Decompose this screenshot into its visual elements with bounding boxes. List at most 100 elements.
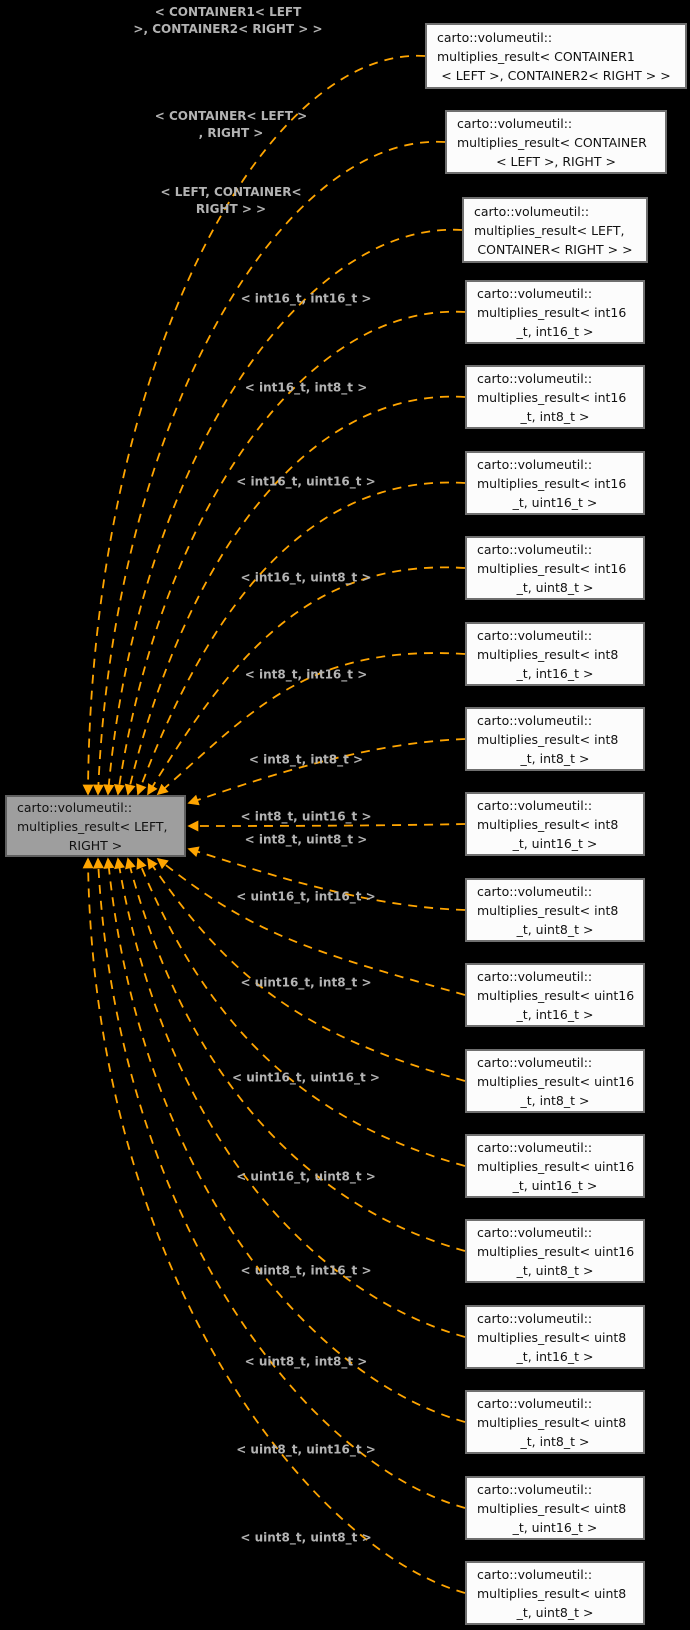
edge-label-int8_t-int8_t: < int8_t, int8_t > bbox=[249, 752, 363, 769]
node-line: carto::volumeutil:: bbox=[477, 883, 593, 899]
central-node-line: carto::volumeutil:: bbox=[17, 799, 133, 815]
node-line: carto::volumeutil:: bbox=[477, 1224, 593, 1240]
node-line: carto::volumeutil:: bbox=[437, 29, 553, 45]
edge-label-line: < int8_t, uint8_t > bbox=[244, 832, 368, 847]
edge-label-line: < uint8_t, int8_t > bbox=[244, 1354, 368, 1369]
node-line: _t, int8_t > bbox=[520, 408, 590, 424]
node-uint8_t-int16_t[interactable]: carto::volumeutil::multiplies_result< ui… bbox=[465, 1305, 645, 1369]
node-line: carto::volumeutil:: bbox=[477, 541, 593, 557]
node-line: carto::volumeutil:: bbox=[477, 627, 593, 643]
node-line: _t, int8_t > bbox=[520, 1433, 590, 1449]
node-line: multiplies_result< int16 bbox=[477, 475, 627, 491]
edge-uint16_t-uint8_t bbox=[125, 857, 466, 1252]
node-line: multiplies_result< int16 bbox=[477, 560, 627, 576]
node-line: multiplies_result< CONTAINER1 bbox=[437, 48, 635, 64]
edge-label-line: < int16_t, uint16_t > bbox=[236, 474, 376, 489]
edge-label-uint16_t-int8_t: < uint16_t, int8_t > bbox=[240, 975, 371, 992]
edge-label-uint8_t-uint16_t: < uint8_t, uint16_t > bbox=[236, 1442, 376, 1459]
node-line: CONTAINER< RIGHT > > bbox=[477, 241, 633, 257]
node-uint16_t-uint16_t[interactable]: carto::volumeutil::multiplies_result< ui… bbox=[465, 1134, 645, 1198]
edge-label-line: < uint8_t, uint16_t > bbox=[236, 1442, 376, 1457]
central-node-line: RIGHT > bbox=[68, 837, 123, 853]
edge-int16_t-uint16_t bbox=[136, 481, 466, 796]
central-node-line: multiplies_result< LEFT, bbox=[17, 818, 168, 834]
node-line: multiplies_result< int8 bbox=[477, 646, 619, 662]
edge-label-uint16_t-uint16_t: < uint16_t, uint16_t > bbox=[232, 1070, 380, 1087]
node-line: carto::volumeutil:: bbox=[457, 115, 573, 131]
node-line: < LEFT >, RIGHT > bbox=[496, 153, 616, 169]
node-uint8_t-int8_t[interactable]: carto::volumeutil::multiplies_result< ui… bbox=[465, 1390, 645, 1454]
node-line: _t, uint16_t > bbox=[512, 494, 598, 510]
edge-label-line: RIGHT > > bbox=[195, 202, 267, 216]
node-int8_t-uint8_t[interactable]: carto::volumeutil::multiplies_result< in… bbox=[465, 878, 645, 942]
edge-label-left-container-right: < LEFT, CONTAINER< RIGHT > > bbox=[160, 184, 301, 218]
node-container-left-right[interactable]: carto::volumeutil::multiplies_result< CO… bbox=[445, 110, 667, 174]
node-line: _t, int8_t > bbox=[520, 750, 590, 766]
edge-label-line: < CONTAINER< LEFT > bbox=[154, 109, 308, 123]
node-line: multiplies_result< uint16 bbox=[477, 1073, 635, 1089]
node-uint16_t-uint8_t[interactable]: carto::volumeutil::multiplies_result< ui… bbox=[465, 1219, 645, 1283]
node-line: carto::volumeutil:: bbox=[477, 1395, 593, 1411]
node-line: carto::volumeutil:: bbox=[477, 456, 593, 472]
node-line: carto::volumeutil:: bbox=[477, 1566, 593, 1582]
node-line: carto::volumeutil:: bbox=[477, 1310, 593, 1326]
node-line: _t, uint8_t > bbox=[516, 921, 594, 937]
edge-label-int8_t-int16_t: < int8_t, int16_t > bbox=[245, 667, 368, 684]
node-uint16_t-int8_t[interactable]: carto::volumeutil::multiplies_result< ui… bbox=[465, 1049, 645, 1113]
central-node-multiplies-result: carto::volumeutil:: multiplies_result< L… bbox=[5, 795, 186, 857]
node-int8_t-uint16_t[interactable]: carto::volumeutil::multiplies_result< in… bbox=[465, 792, 645, 856]
edge-label-uint16_t-int16_t: < uint16_t, int16_t > bbox=[236, 889, 375, 906]
node-line: multiplies_result< uint16 bbox=[477, 1243, 635, 1259]
edge-label-line: , RIGHT > bbox=[198, 126, 264, 140]
edge-label-line: < uint16_t, int16_t > bbox=[236, 889, 376, 904]
node-uint16_t-int16_t[interactable]: carto::volumeutil::multiplies_result< ui… bbox=[465, 963, 645, 1027]
edge-label-uint8_t-int16_t: < uint8_t, int16_t > bbox=[240, 1263, 371, 1280]
node-uint8_t-uint16_t[interactable]: carto::volumeutil::multiplies_result< ui… bbox=[465, 1476, 645, 1540]
edge-label-container1-left-container2-right: < CONTAINER1< LEFT>, CONTAINER2< RIGHT >… bbox=[133, 4, 322, 38]
edge-int16_t-int8_t bbox=[124, 395, 466, 796]
edge-label-line: < int16_t, int8_t > bbox=[244, 380, 368, 395]
node-line: multiplies_result< int8 bbox=[477, 816, 619, 832]
edge-label-line: < int16_t, int16_t > bbox=[240, 291, 372, 306]
edge-label-line: < int8_t, int8_t > bbox=[248, 752, 364, 767]
node-int16_t-int16_t[interactable]: carto::volumeutil::multiplies_result< in… bbox=[465, 280, 645, 344]
node-line: _t, int16_t > bbox=[516, 1348, 594, 1364]
edge-label-line: < uint16_t, uint8_t > bbox=[236, 1169, 376, 1184]
edge-label-uint8_t-uint8_t: < uint8_t, uint8_t > bbox=[240, 1530, 371, 1547]
node-line: carto::volumeutil:: bbox=[477, 968, 593, 984]
node-left-container-right[interactable]: carto::volumeutil::multiplies_result< LE… bbox=[462, 197, 648, 263]
node-line: multiplies_result< LEFT, bbox=[474, 222, 625, 238]
node-line: _t, int16_t > bbox=[516, 1006, 594, 1022]
edge-label-line: < CONTAINER1< LEFT bbox=[154, 5, 302, 19]
edge-label-line: < int16_t, uint8_t > bbox=[240, 570, 372, 585]
node-int16_t-uint8_t[interactable]: carto::volumeutil::multiplies_result< in… bbox=[465, 536, 645, 600]
edge-label-int8_t-uint16_t: < int8_t, uint16_t > bbox=[240, 809, 371, 826]
edge-label-int16_t-int8_t: < int16_t, int8_t > bbox=[245, 380, 368, 397]
node-container1-left-container2-right[interactable]: carto::volumeutil::multiplies_result< CO… bbox=[425, 23, 687, 89]
node-line: multiplies_result< uint8 bbox=[477, 1500, 627, 1516]
edge-label-int16_t-int16_t: < int16_t, int16_t > bbox=[241, 291, 372, 308]
node-line: multiplies_result< uint8 bbox=[477, 1329, 627, 1345]
edge-label-uint16_t-uint8_t: < uint16_t, uint8_t > bbox=[236, 1169, 376, 1186]
edge-uint8_t-uint8_t bbox=[82, 857, 466, 1594]
node-int16_t-int8_t[interactable]: carto::volumeutil::multiplies_result< in… bbox=[465, 365, 645, 429]
node-line: carto::volumeutil:: bbox=[477, 1481, 593, 1497]
edge-label-line: < LEFT, CONTAINER< bbox=[160, 185, 302, 199]
node-line: _t, uint16_t > bbox=[512, 1177, 598, 1193]
node-int16_t-uint16_t[interactable]: carto::volumeutil::multiplies_result< in… bbox=[465, 451, 645, 515]
node-line: _t, int16_t > bbox=[516, 665, 594, 681]
node-int8_t-int16_t[interactable]: carto::volumeutil::multiplies_result< in… bbox=[465, 622, 645, 686]
edge-label-line: < int8_t, int16_t > bbox=[244, 667, 368, 682]
node-line: multiplies_result< int16 bbox=[477, 389, 627, 405]
node-line: carto::volumeutil:: bbox=[477, 1054, 593, 1070]
node-uint8_t-uint8_t[interactable]: carto::volumeutil::multiplies_result< ui… bbox=[465, 1561, 645, 1625]
edge-label-line: < uint16_t, uint16_t > bbox=[232, 1070, 380, 1085]
edge-left-container-right bbox=[103, 228, 463, 796]
edge-label-line: < uint8_t, uint8_t > bbox=[240, 1530, 372, 1545]
edge-label-uint8_t-int8_t: < uint8_t, int8_t > bbox=[245, 1354, 368, 1371]
edge-label-int16_t-uint16_t: < int16_t, uint16_t > bbox=[236, 474, 375, 491]
edge-label-container-left-right: < CONTAINER< LEFT > , RIGHT > bbox=[155, 108, 307, 142]
node-int8_t-int8_t[interactable]: carto::volumeutil::multiplies_result< in… bbox=[465, 707, 645, 771]
node-line: carto::volumeutil:: bbox=[477, 712, 593, 728]
